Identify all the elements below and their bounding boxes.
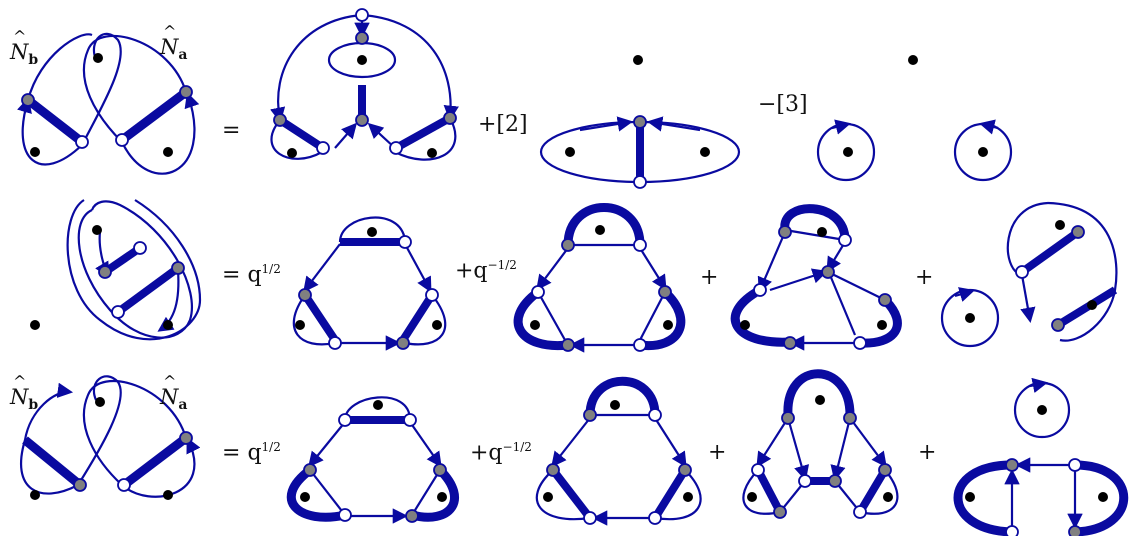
row2-rhs-term1	[292, 216, 447, 351]
row3-plus-2: +	[918, 440, 937, 465]
row1-lhs-web	[17, 32, 200, 175]
row1-rhs-term1	[270, 13, 459, 161]
row1-equals: =	[222, 118, 241, 143]
grey-vertices	[21, 31, 1085, 539]
row2-rhs-term3	[730, 204, 902, 351]
row3-coef-q-inverse: +q−1/2	[470, 440, 532, 466]
row1-rhs-term3	[816, 119, 1013, 182]
row2-rhs-term2	[513, 203, 686, 353]
row2-plus-2: +	[915, 265, 934, 290]
row3-rhs-term1	[286, 396, 459, 524]
row3-plus-1: +	[708, 440, 727, 465]
row3-equals-q: = q1/2	[222, 440, 281, 466]
row3-rhs-term4	[953, 377, 1129, 537]
row1-coef-minus-3: −[3]	[758, 92, 808, 117]
row2-rhs-term4	[940, 201, 1118, 348]
white-vertices	[75, 8, 1082, 539]
label-N-b-row1: ^Nb	[10, 27, 39, 69]
row2-equals-q: = q1/2	[222, 262, 281, 288]
row3-lhs-web	[19, 375, 201, 498]
row3-rhs-term3	[742, 369, 899, 515]
label-N-a-row1: ^Na	[160, 22, 188, 64]
label-N-a-row3: ^Na	[160, 372, 188, 414]
row2-coef-q-inverse: +q−1/2	[455, 258, 517, 284]
label-N-b-row3: ^Nb	[10, 372, 39, 414]
row1-coef-plus-2: +[2]	[478, 112, 528, 137]
row3-rhs-term2	[535, 376, 702, 526]
row2-plus-1: +	[700, 265, 719, 290]
punctures	[30, 53, 1108, 502]
